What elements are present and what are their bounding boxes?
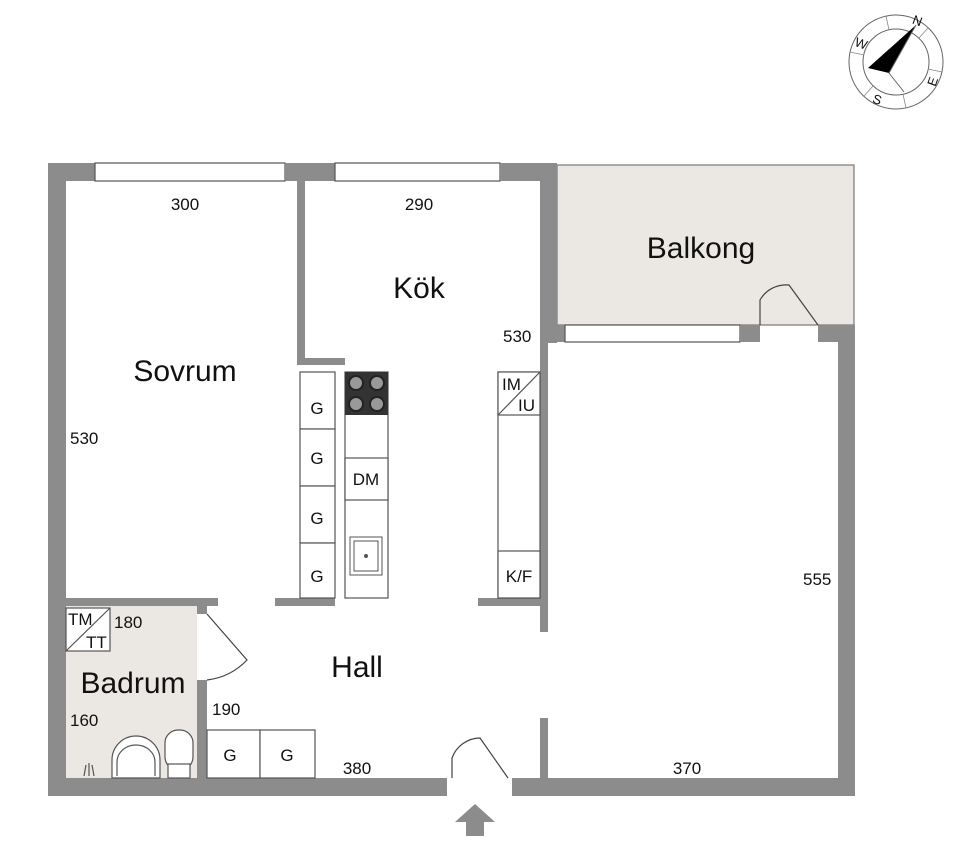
window (94, 162, 286, 182)
hall-wardrobe (206, 729, 261, 779)
bathroom-fixtures (83, 729, 194, 779)
sink-icon (349, 536, 383, 576)
wardrobe-label: G (310, 399, 323, 418)
stove-icon (345, 372, 388, 415)
dimension-label: 530 (70, 429, 98, 448)
dimension-label: 530 (503, 327, 531, 346)
compass-west: W (853, 34, 870, 53)
washer-label: TM (68, 610, 93, 629)
hall-wardrobe (259, 729, 316, 779)
wardrobe-label: G (310, 567, 323, 586)
wardrobe-label: G (310, 449, 323, 468)
room-label-hall: Hall (331, 651, 383, 684)
dishwasher-label: DM (353, 470, 379, 489)
balcony-door (759, 284, 819, 326)
dimension-label: 160 (70, 711, 98, 730)
room-label-kok: Kök (393, 272, 446, 305)
compass-icon: N E S W (848, 12, 944, 110)
dimension-label: 290 (405, 195, 433, 214)
wardrobe-label: G (310, 509, 323, 528)
dimension-label: 370 (673, 759, 701, 778)
dimension-label: 180 (114, 613, 142, 632)
dimension-label: 555 (803, 570, 831, 589)
kitchen-wardrobes (299, 371, 336, 599)
room-label-badrum: Badrum (80, 667, 185, 700)
dimension-label: 300 (171, 195, 199, 214)
wardrobe-label: G (223, 746, 236, 765)
window (564, 324, 741, 343)
dishwasher (344, 457, 389, 501)
dimension-label: 380 (343, 759, 371, 778)
window (334, 162, 501, 182)
freezer-bottom-label: IU (518, 396, 535, 415)
room-label-balkong: Balkong (647, 232, 755, 265)
balcony-floor (556, 164, 855, 326)
washbasin-icon (111, 735, 161, 779)
dryer-label: TT (86, 633, 107, 652)
doors (206, 284, 819, 779)
walls (48, 162, 855, 796)
freezer-top-label: IM (502, 375, 521, 394)
entrance-door (451, 737, 509, 779)
fridge-freezer (497, 550, 541, 599)
shower-drain-icon (83, 763, 95, 777)
entrance-arrow-icon (455, 804, 495, 836)
dimension-label: 190 (212, 700, 240, 719)
fridge-freezer-label: K/F (506, 567, 532, 586)
bathroom-door (206, 613, 248, 681)
wardrobe-label: G (280, 746, 293, 765)
room-label-sovrum: Sovrum (133, 355, 236, 388)
